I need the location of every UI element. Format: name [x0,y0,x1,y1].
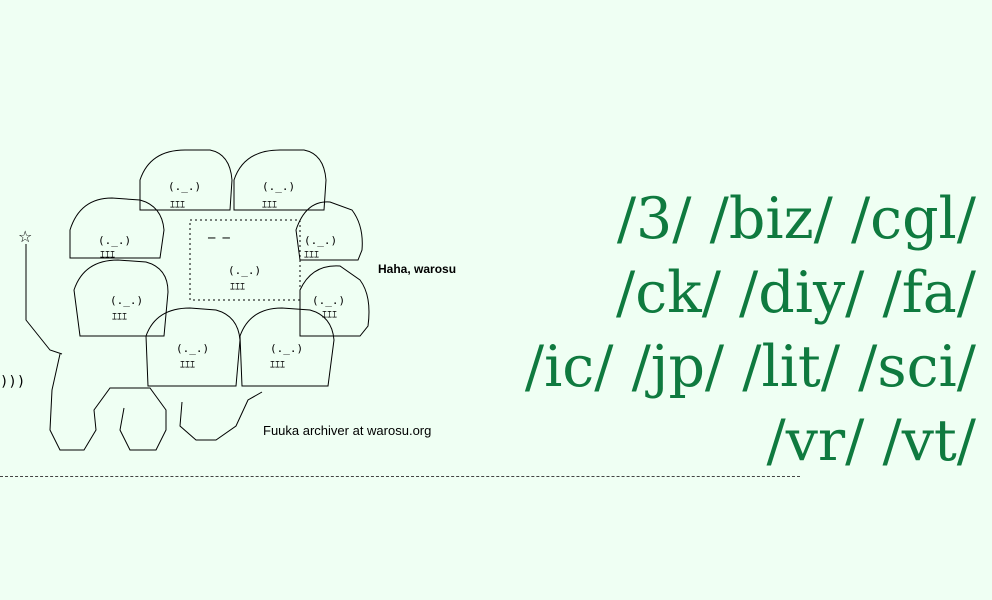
board-line-2: /ck/ /diy/ /fa/ [456,256,976,330]
svg-text:ｴｴｴ: ｴｴｴ [270,360,285,371]
board-link-biz[interactable]: /biz/ [709,186,833,252]
svg-text:ｴｴｴ: ｴｴｴ [262,200,277,211]
board-link-3[interactable]: /3/ [616,186,692,252]
divider [0,476,800,477]
caption-haha: Haha, warosu [378,262,457,276]
wand-line [25,244,63,355]
svg-text:(._.): (._.) [228,264,261,277]
svg-text:ｴｴｴ: ｴｴｴ [322,310,337,321]
ascii-art-drawing: ☆ ))) (._.) ｴｴｴ (._.) ｴｴｴ (._.) ｴｴｴ ─ ─ … [0,149,370,451]
board-link-lit[interactable]: /lit/ [742,334,841,400]
face-mid-left: (._.) ｴｴｴ [73,259,169,337]
svg-text:(._.): (._.) [270,342,303,355]
board-link-sci[interactable]: /sci/ [858,334,976,400]
svg-text:ｴｴｴ: ｴｴｴ [304,250,319,261]
body-outline [49,353,167,451]
board-line-1: /3/ /biz/ /cgl/ [456,182,976,256]
foot-outline [179,391,263,441]
svg-text:ｴｴｴ: ｴｴｴ [100,250,115,261]
face-center: ─ ─ (._.) ｴｴｴ [189,219,301,301]
board-line-4: /vr/ /vt/ [456,404,977,478]
ascii-art: ☆ ))) (._.) ｴｴｴ (._.) ｴｴｴ (._.) ｴｴｴ ─ ─ … [0,140,480,460]
svg-text:ｴｴｴ: ｴｴｴ [112,312,127,323]
svg-text:(._.): (._.) [110,294,143,307]
board-link-fa[interactable]: /fa/ [882,260,977,326]
board-line-3: /ic/ /jp/ /lit/ /sci/ [456,330,976,404]
svg-text:(._.): (._.) [262,180,295,193]
board-link-diy[interactable]: /diy/ [739,260,865,326]
board-link-vt[interactable]: /vt/ [882,408,976,474]
svg-text:(._.): (._.) [176,342,209,355]
face-bottom-right: (._.) ｴｴｴ [239,307,335,387]
face-left: (._.) ｴｴｴ [69,197,165,261]
face-mid-right: (._.) ｴｴｴ [299,265,370,337]
board-link-ck[interactable]: /ck/ [616,260,721,326]
board-link-cgl[interactable]: /cgl/ [850,186,976,252]
sound-marks: ))) [0,374,25,390]
board-list: /3/ /biz/ /cgl/ /ck/ /diy/ /fa/ /ic/ /jp… [456,182,976,478]
board-link-vr[interactable]: /vr/ [766,408,865,474]
face-top-right: (._.) ｴｴｴ [233,149,327,211]
board-link-ic[interactable]: /ic/ [524,334,614,400]
face-bottom-left: (._.) ｴｴｴ [145,307,241,387]
board-link-jp[interactable]: /jp/ [631,334,725,400]
star-icon: ☆ [18,227,32,246]
svg-text:─ ─: ─ ─ [207,231,230,245]
face-right: (._.) ｴｴｴ [295,201,363,261]
svg-text:(._.): (._.) [304,234,337,247]
svg-text:(._.): (._.) [98,234,131,247]
caption-fuuka: Fuuka archiver at warosu.org [263,423,432,438]
face-top-left: (._.) ｴｴｴ [139,149,233,211]
svg-text:(._.): (._.) [168,180,201,193]
svg-text:ｴｴｴ: ｴｴｴ [170,200,185,211]
svg-text:ｴｴｴ: ｴｴｴ [230,282,245,293]
svg-text:ｴｴｴ: ｴｴｴ [180,360,195,371]
svg-text:(._.): (._.) [312,294,345,307]
